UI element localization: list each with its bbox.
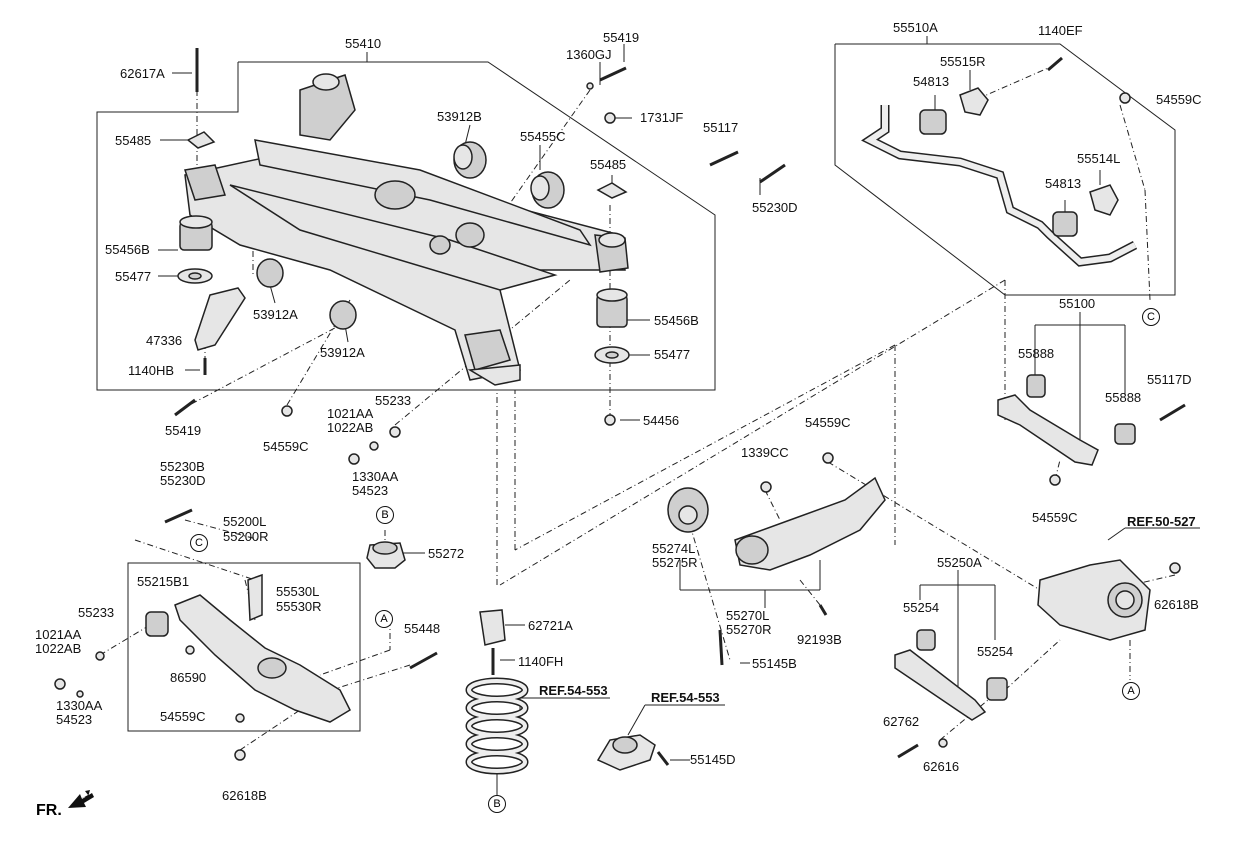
part-label: 1330AA: [352, 469, 399, 484]
part-label: 1022AB: [35, 641, 82, 656]
part-label: 55530L: [276, 584, 320, 599]
part-label: 55233: [78, 605, 115, 620]
ref-label: REF.54-553: [539, 683, 608, 698]
part-label: 62618B: [1154, 597, 1199, 612]
part-label: 55230B: [160, 459, 205, 474]
shock-mount: [596, 734, 670, 771]
part-label: 55456B: [654, 313, 699, 328]
part-label: 47336: [146, 333, 183, 348]
part-label: 55455C: [520, 129, 566, 144]
callout-b: B: [488, 795, 506, 813]
callout-c: C: [1142, 308, 1160, 326]
part-label: 55275R: [652, 555, 698, 570]
stabilizer-bar: [861, 56, 1138, 267]
part-label: 62618B: [222, 788, 267, 803]
part-label: 55100: [1059, 296, 1096, 311]
part-label: 1140HB: [128, 363, 175, 378]
part-label: 62762: [883, 714, 920, 729]
part-label: 54813: [1045, 176, 1082, 191]
front-arrow-icon: [68, 790, 90, 806]
part-label: 62616: [923, 759, 960, 774]
part-label: 54559C: [263, 439, 309, 454]
part-label: 55145D: [690, 752, 736, 767]
part-label: 55274L: [652, 541, 696, 556]
part-label: 55254: [903, 600, 940, 615]
part-label: 62617A: [120, 66, 165, 81]
front-direction-label: FR.: [36, 802, 62, 819]
subframe-bushings: [174, 48, 786, 465]
ref-label: REF.50-527: [1127, 514, 1196, 529]
part-label: 54813: [913, 74, 950, 89]
part-label: 55230D: [752, 200, 798, 215]
part-label: 54559C: [1032, 510, 1078, 525]
ref-label: REF.54-553: [651, 690, 720, 705]
part-label: 54456: [643, 413, 680, 428]
part-label: 55250A: [937, 555, 982, 570]
lower-arm: [54, 508, 438, 761]
part-label: 54559C: [1156, 92, 1202, 107]
part-label: 53912A: [253, 307, 298, 322]
part-label: 55888: [1018, 346, 1055, 361]
part-label: 55410: [345, 36, 382, 51]
part-label: 55270R: [726, 622, 772, 637]
part-label: 55272: [428, 546, 465, 561]
part-label: 55215B1: [137, 574, 190, 589]
subframe: [184, 73, 629, 386]
part-label: 55200L: [223, 514, 267, 529]
part-label: 55477: [654, 347, 691, 362]
part-label: 55117: [703, 120, 739, 135]
part-label: 55485: [115, 133, 152, 148]
part-label: 1731JF: [640, 110, 684, 125]
part-label: 92193B: [797, 632, 842, 647]
part-label: 53912A: [320, 345, 365, 360]
stabilizer-group-box: [834, 43, 1176, 296]
part-label: 1021AA: [327, 406, 374, 421]
part-label: 86590: [170, 670, 207, 685]
coil-spring: [366, 541, 529, 775]
callout-a: A: [1122, 682, 1140, 700]
part-label: 54559C: [160, 709, 206, 724]
part-label: 1140FH: [518, 654, 564, 669]
part-label: 55419: [603, 30, 640, 45]
part-label: 55514L: [1077, 151, 1121, 166]
part-label: 55254: [977, 644, 1014, 659]
part-label: 54523: [56, 712, 93, 727]
part-label: 55230D: [160, 473, 206, 488]
callout-b: B: [376, 506, 394, 524]
part-label: 62721A: [528, 618, 573, 633]
part-label: 1360GJ: [566, 47, 612, 62]
part-label: 55448: [404, 621, 441, 636]
knuckle: [1037, 559, 1181, 641]
part-label: 55117D: [1147, 372, 1192, 387]
callout-c: C: [190, 534, 208, 552]
part-label: 55145B: [752, 656, 797, 671]
part-label: 55530R: [276, 599, 322, 614]
subframe-group-box: [96, 61, 716, 391]
trailing-arm: [667, 452, 886, 666]
part-label: 55888: [1105, 390, 1142, 405]
callout-a: A: [375, 610, 393, 628]
part-label: 1140EF: [1038, 23, 1083, 38]
part-label: 55270L: [726, 608, 770, 623]
upper-arm: [997, 374, 1186, 486]
part-label: 55456B: [105, 242, 150, 257]
lateral-arm: [894, 629, 1008, 759]
part-label: 55485: [590, 157, 627, 172]
part-label: 55515R: [940, 54, 986, 69]
part-label: 54523: [352, 483, 389, 498]
part-label: 1330AA: [56, 698, 103, 713]
part-label: 55477: [115, 269, 152, 284]
lower-arm-group-box: [127, 562, 361, 732]
part-label: 55200R: [223, 529, 269, 544]
part-label: 53912B: [437, 109, 482, 124]
part-label: 55419: [165, 423, 202, 438]
part-label: 55233: [375, 393, 412, 408]
part-label: 1021AA: [35, 627, 82, 642]
part-label: 54559C: [805, 415, 851, 430]
part-label: 1022AB: [327, 420, 374, 435]
part-label: 1339CC: [741, 445, 789, 460]
part-label: 55510A: [893, 20, 938, 35]
